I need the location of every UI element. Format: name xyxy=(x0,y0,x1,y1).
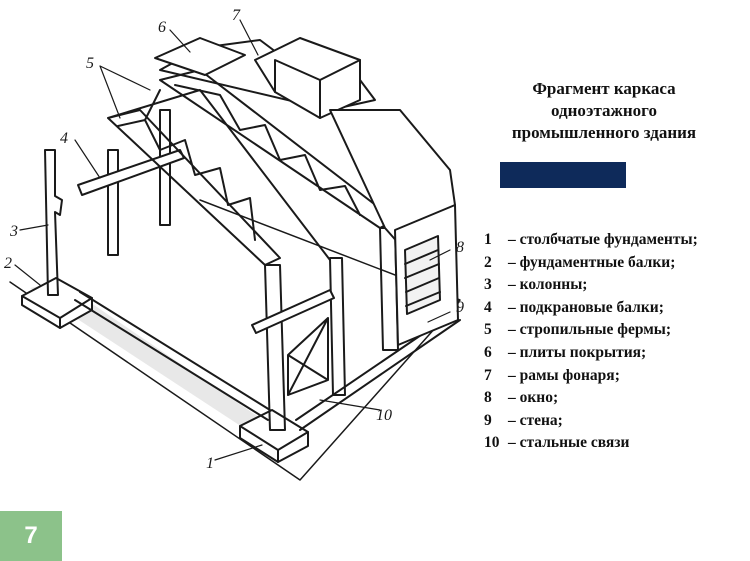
title-line-3: промышленного здания xyxy=(511,123,697,142)
legend-num: 4 xyxy=(484,298,492,316)
column-left-far xyxy=(159,109,171,226)
legend-num: 3 xyxy=(484,276,492,294)
legend-num: 8 xyxy=(484,389,492,407)
legend-text: – стропильные фермы; xyxy=(508,321,672,339)
legend-num: 7 xyxy=(484,366,492,384)
truss-front xyxy=(107,89,331,266)
title-line-1: Фрагмент каркаса xyxy=(532,79,676,98)
callout-1-bottom: 1 xyxy=(206,455,214,472)
legend-text: – колонны; xyxy=(508,276,588,294)
legend-num: 6 xyxy=(484,343,492,361)
legend-item: 2 – фундаментные балки; xyxy=(484,252,746,275)
legend-text: – стена; xyxy=(508,411,563,429)
legend-item: 1 – столбчатые фундаменты; xyxy=(484,229,746,252)
legend-item: 5 – стропильные фермы; xyxy=(484,319,746,342)
legend-text: – столбчатые фундаменты; xyxy=(508,231,698,248)
column-right-mid xyxy=(329,257,346,396)
ground-slab xyxy=(9,199,461,481)
callout-leaders xyxy=(14,19,451,461)
crane-beam-left xyxy=(77,149,185,196)
legend-num: 1 xyxy=(484,231,492,248)
legend-num: 9 xyxy=(484,411,492,429)
legend-text: – стальные связи xyxy=(508,434,630,452)
callout-6: 6 xyxy=(158,19,166,36)
legend-item: 8 – окно; xyxy=(484,387,746,410)
ground-hatch xyxy=(30,282,300,455)
legend-item: 3 – колонны; xyxy=(484,274,746,297)
accent-bar xyxy=(500,162,626,188)
column-right-front xyxy=(264,264,286,431)
legend-list: 1 – столбчатые фундаменты; 2 – фундаментны… xyxy=(484,229,746,455)
callout-3: 3 xyxy=(9,223,18,240)
callout-5: 5 xyxy=(86,55,94,72)
callout-10: 10 xyxy=(376,407,392,424)
diagram-title: Фрагмент каркаса одноэтажного промышленн… xyxy=(488,78,720,144)
legend-item: 6 – плиты покрытия; xyxy=(484,342,746,365)
roof-plate-6 xyxy=(154,37,246,76)
legend-item: 4 – подкрановые балки; xyxy=(484,297,746,320)
steel-bracing xyxy=(287,317,329,396)
legend-item: 9 – стена; xyxy=(484,410,746,433)
legend-text: – плиты покрытия; xyxy=(508,343,647,361)
callout-7: 7 xyxy=(232,7,241,24)
legend-text: – рамы фонаря; xyxy=(508,366,620,384)
callout-9: 9 xyxy=(456,299,464,316)
title-line-2: одноэтажного xyxy=(551,101,657,120)
legend-num: 10 xyxy=(484,434,500,452)
column-left-back xyxy=(107,149,119,256)
legend-item: 10 – стальные связи xyxy=(484,432,746,455)
legend-num: 5 xyxy=(484,321,492,339)
foundation-beam-front xyxy=(74,291,271,421)
legend-text: – фундаментные балки; xyxy=(508,253,676,271)
lantern-box xyxy=(254,37,361,119)
callout-8: 8 xyxy=(456,239,464,256)
crane-beam-right xyxy=(251,289,335,334)
legend-item: 7 – рамы фонаря; xyxy=(484,365,746,388)
column-left-front xyxy=(44,149,63,296)
legend-text: – подкрановые балки; xyxy=(508,298,664,316)
callout-4: 4 xyxy=(60,130,68,147)
slide-number-badge: 7 xyxy=(0,511,62,561)
callout-2: 2 xyxy=(4,255,12,272)
legend-num: 2 xyxy=(484,253,492,271)
legend-text: – окно; xyxy=(508,389,559,407)
